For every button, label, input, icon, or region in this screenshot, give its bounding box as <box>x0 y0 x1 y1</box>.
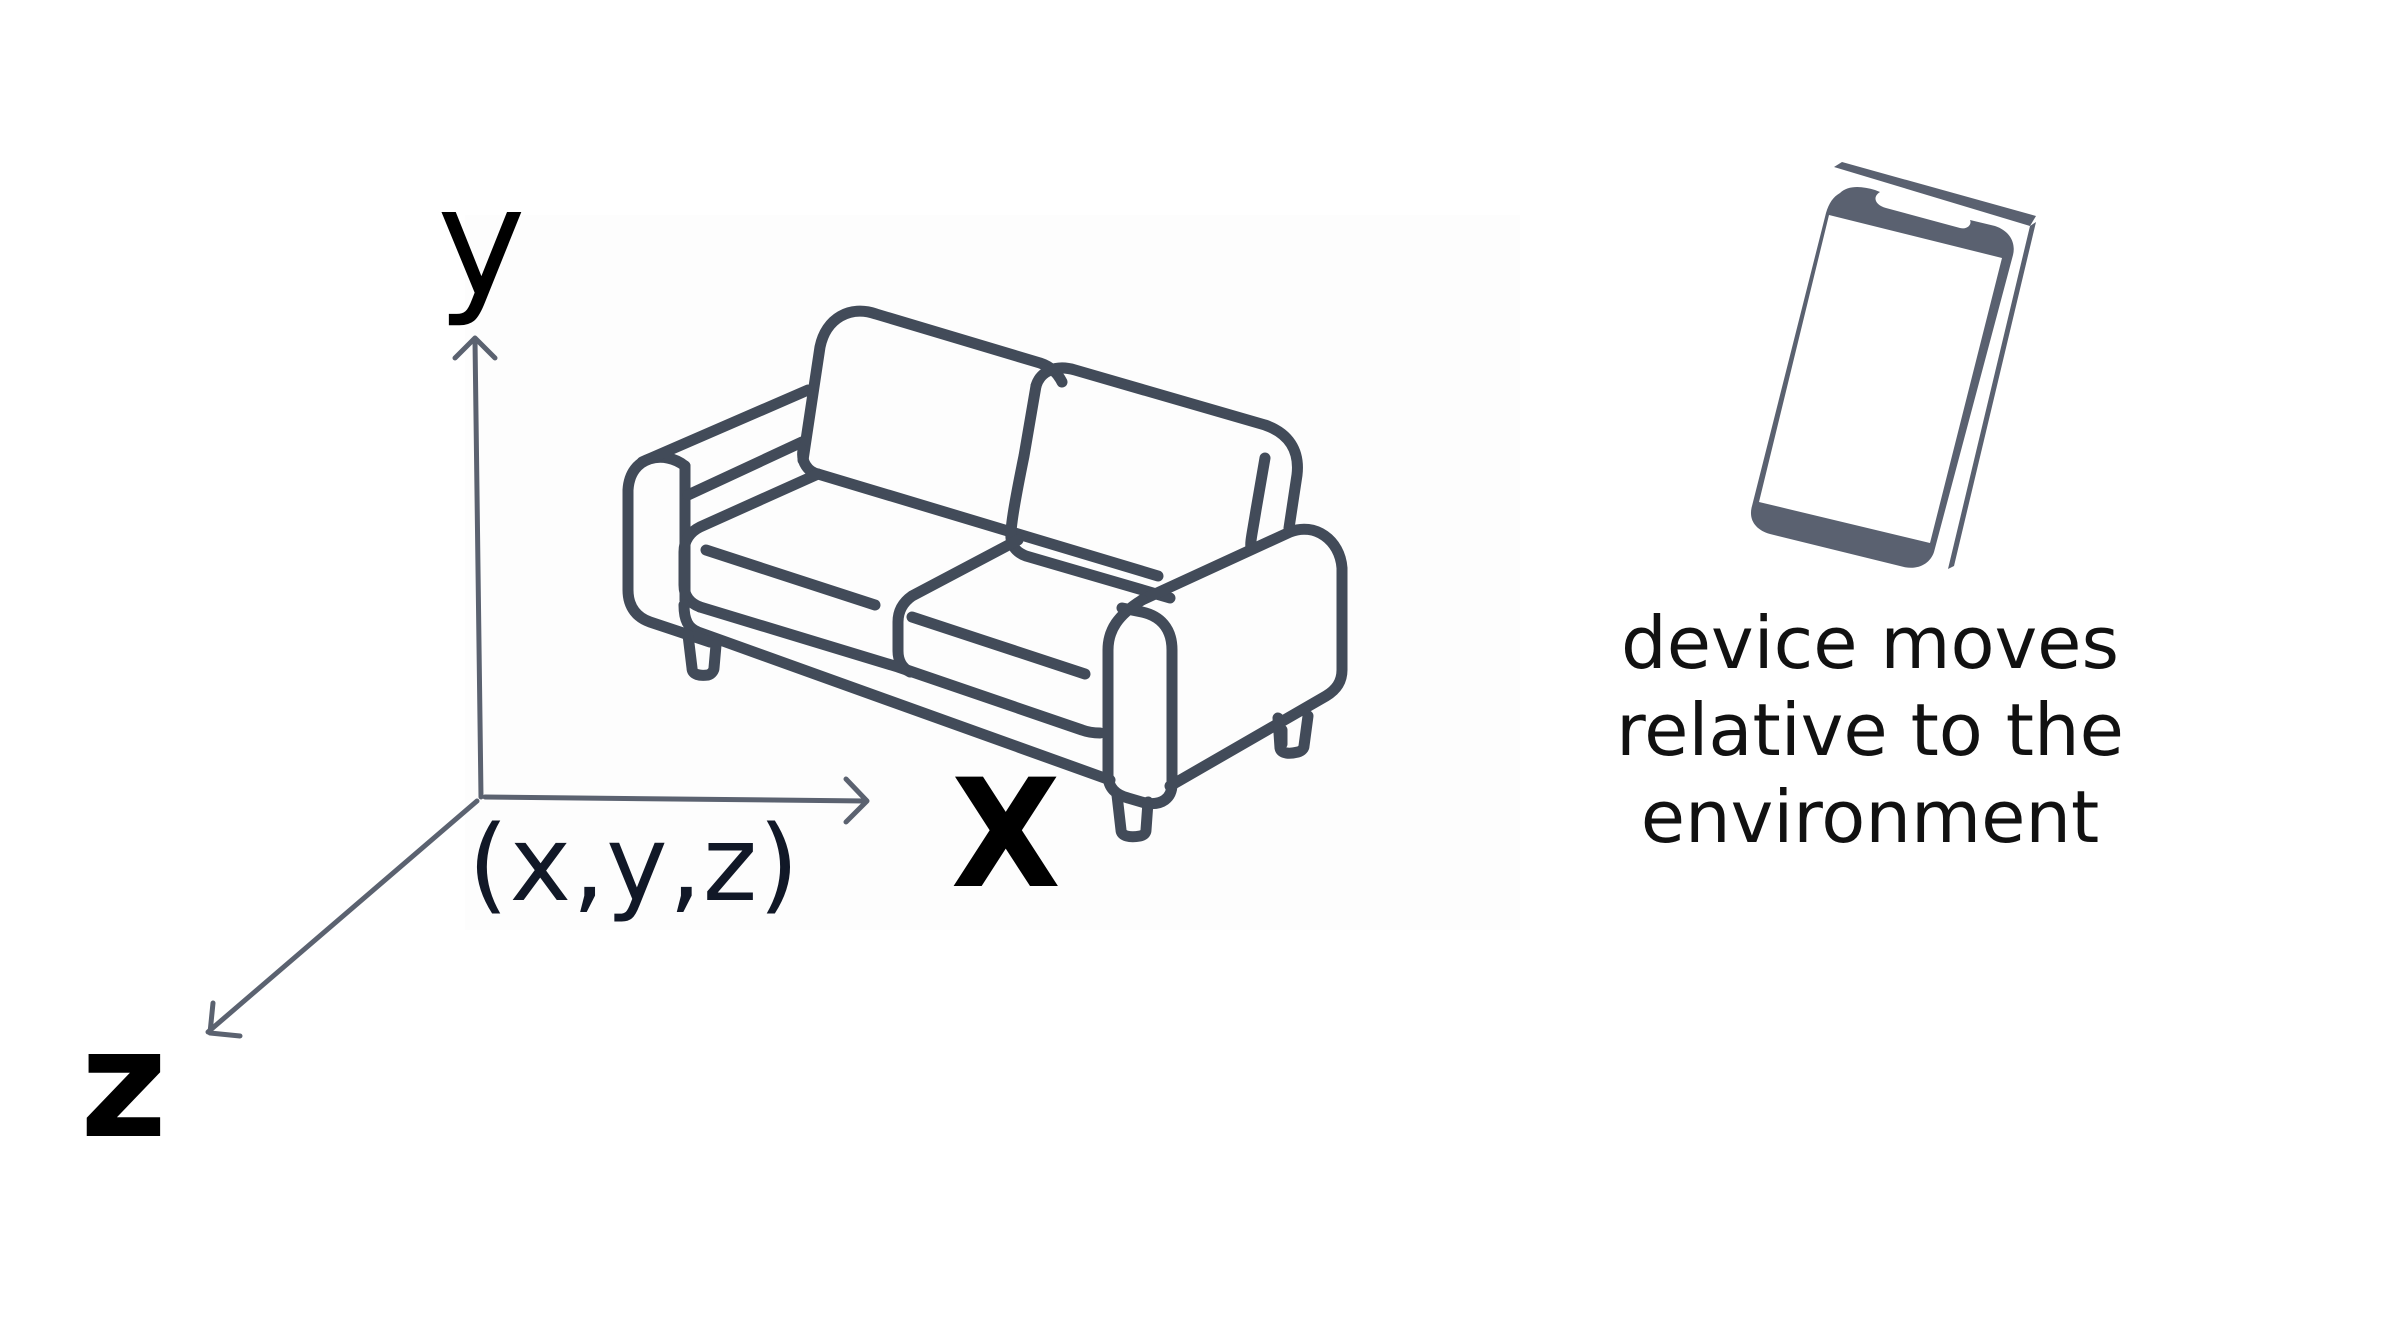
z-axis-label: z <box>80 998 168 1172</box>
device-side-edge <box>1948 222 2036 569</box>
x-axis-arrowhead <box>843 776 870 825</box>
caption-line: relative to the <box>1616 688 2124 772</box>
device-caption: device moves relative to the environment <box>1570 600 2170 861</box>
origin-coordinate-label: (x,y,z) <box>468 803 800 925</box>
x-axis <box>482 794 869 804</box>
caption-line: device moves <box>1621 601 2119 685</box>
y-axis-arrowhead <box>452 335 498 361</box>
device-edge <box>1834 162 2036 226</box>
caption-line: environment <box>1640 775 2100 859</box>
z-axis <box>205 798 480 1035</box>
z-axis-arrowhead <box>207 1000 243 1039</box>
x-axis-label: X <box>950 748 1061 922</box>
device-body <box>1750 186 2014 568</box>
y-axis <box>472 337 484 800</box>
y-axis-label: y <box>437 156 526 330</box>
